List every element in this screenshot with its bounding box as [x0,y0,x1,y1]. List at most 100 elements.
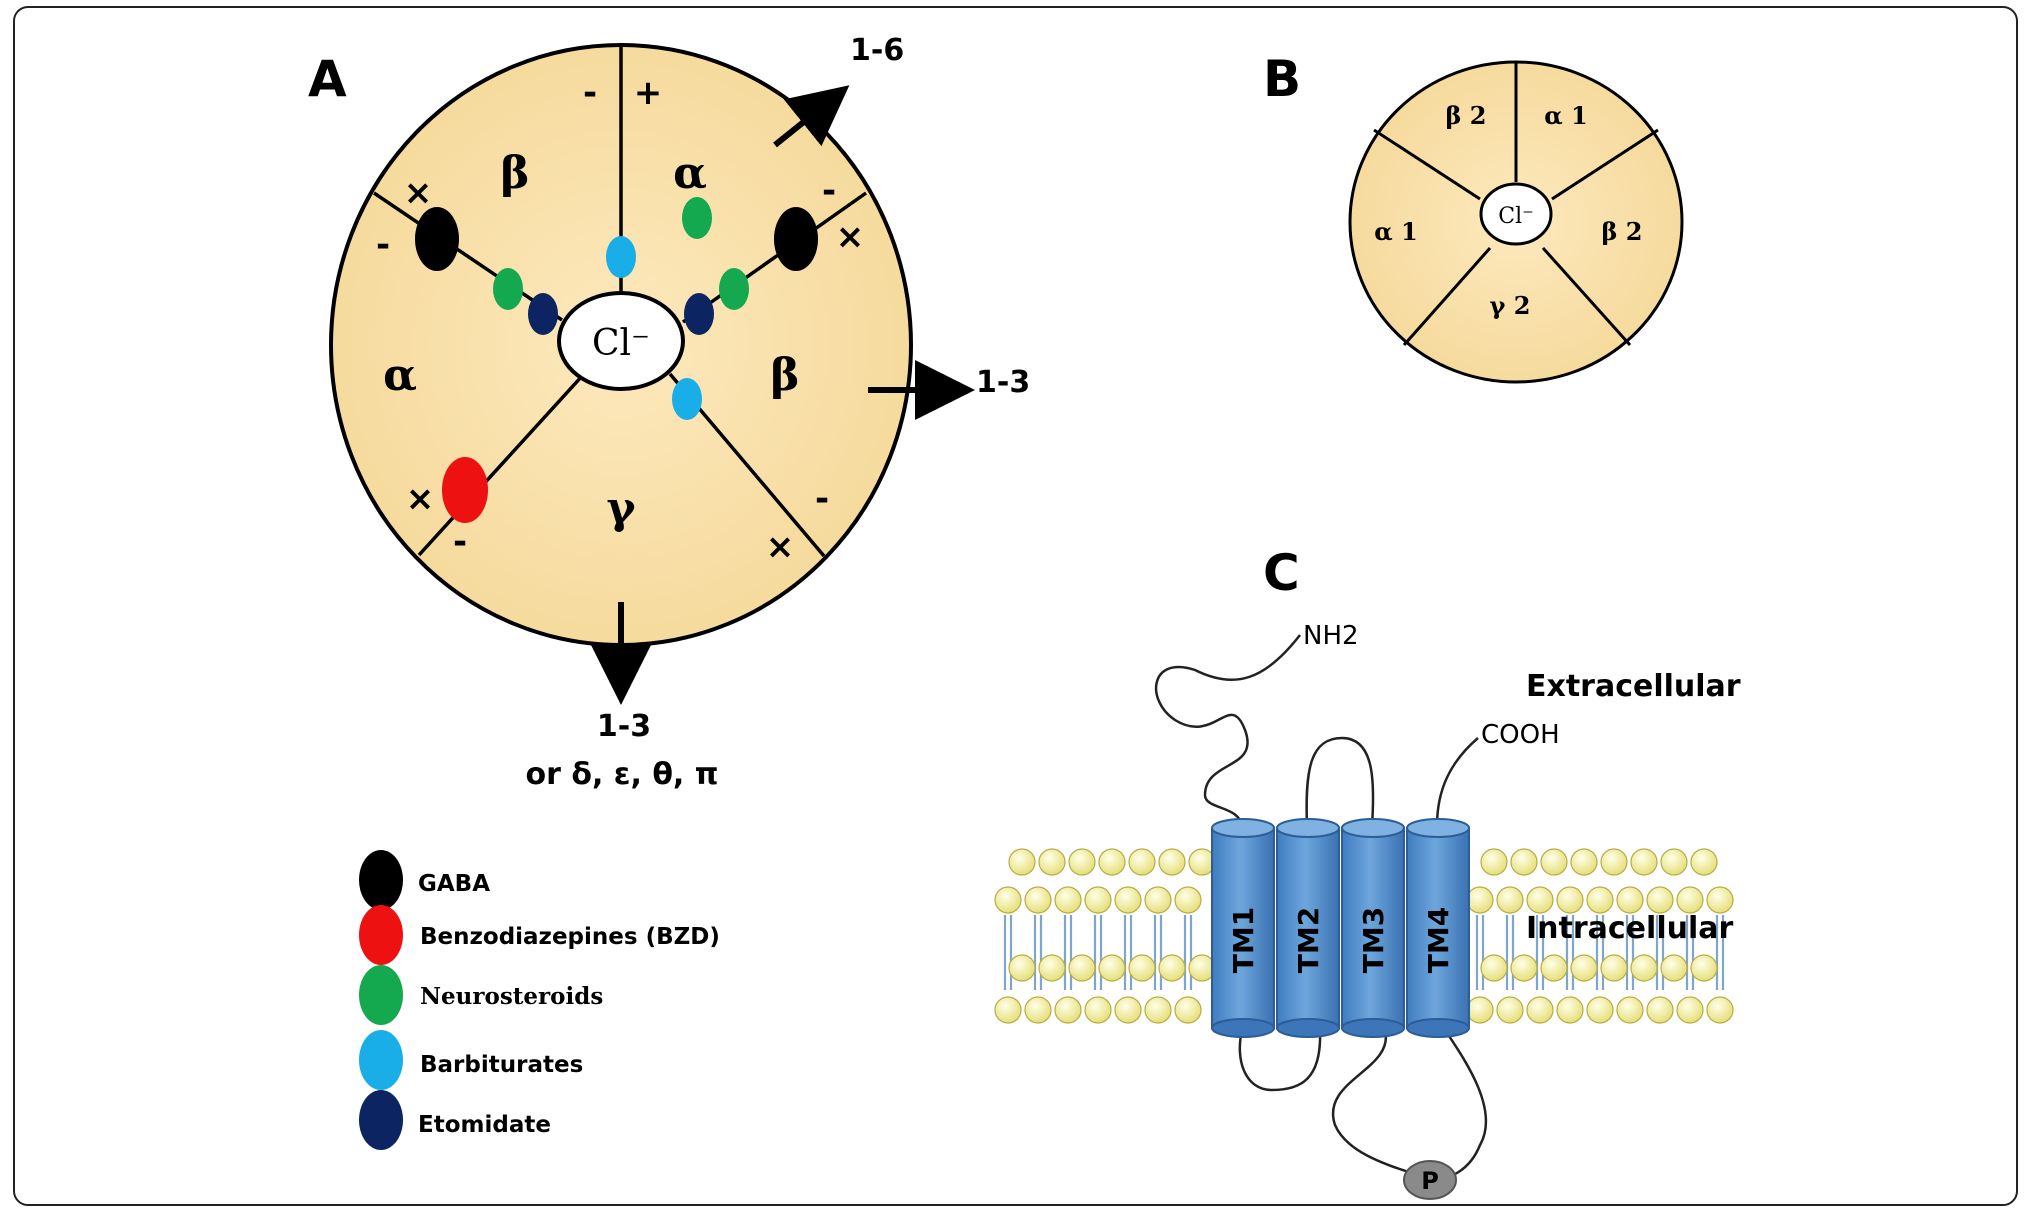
cooh-label: COOH [1481,720,1560,750]
lipid-head-back [1690,848,1718,876]
lipid-head-back [1570,848,1598,876]
barbiturate-site-right [672,378,702,420]
etomidate-site-right [684,293,714,335]
lipid-head-back [1158,954,1186,982]
lipid-head-front [1646,886,1674,914]
lipid-tail [1625,915,1635,990]
nh2-label: NH2 [1303,621,1359,651]
legend: GABA Benzodiazepines (BZD) Neurosteroids… [359,850,720,1150]
lipid-head-back [1128,954,1156,982]
sign-minus-right-bottom: - [815,479,829,519]
tm2-tm3-loop [1305,736,1375,827]
sign-cross-right-bottom: × [766,527,795,567]
lipid-tail [1655,915,1665,990]
lipid-head-front [1466,886,1494,914]
panel-c-label: C [1263,544,1300,602]
helix-tm2-label: TM2 [1292,907,1325,973]
lipid-head-front [1556,996,1584,1024]
lipid-head-front [1084,886,1112,914]
lipid-head-back [1570,954,1598,982]
lipid-head-front [1676,886,1704,914]
helix-tm4-label: TM4 [1422,907,1455,973]
lipid-head-back [1038,848,1066,876]
sign-minus-left: - [376,225,390,265]
figure-border [13,6,2018,1206]
lipid-tail [1153,915,1163,990]
intracellular-label: Intracellular [1526,911,1733,946]
lipid-head-front [994,886,1022,914]
lipid-head-front [1144,996,1172,1024]
legend-swatch-gaba [359,850,403,910]
lipid-tail [1475,915,1485,990]
legend-label-barbiturates: Barbiturates [420,1052,583,1078]
legend-swatch-etomidate [359,1090,403,1150]
sign-minus-left-bottom: - [453,522,467,562]
subunit-b-beta2-right: β 2 [1602,217,1643,246]
panel-c: C Extracellular NH2 COOH TM1 [994,544,1741,1200]
lipid-head-front [1616,886,1644,914]
binding-sites-a [415,197,818,523]
helix-tm4: TM4 [1406,818,1470,1038]
sign-plus-top: + [634,73,663,113]
lipid-head-back [1098,848,1126,876]
helix-tm1: TM1 [1211,818,1275,1038]
lipid-head-front [1114,886,1142,914]
legend-swatch-neurosteroids [359,965,403,1025]
subunit-b-beta2-top-left: β 2 [1446,101,1487,130]
subunit-dividers-b [1373,62,1659,347]
lipid-head-front [1586,886,1614,914]
lipid-head-back [1008,848,1036,876]
lipid-head-back [1068,954,1096,982]
subunit-label-beta-top-left: β [500,148,529,199]
panel-a: A Cl⁻ β α β γ α - + × - - × × - - [308,33,1030,792]
lipid-head-back [1630,954,1658,982]
lipid-head-back [1480,848,1508,876]
lipid-head-back [1540,848,1568,876]
transmembrane-helices: TM1 TM2 TM3 TM4 [1211,818,1470,1038]
lipid-head-back [1068,848,1096,876]
legend-label-gaba: GABA [418,871,490,897]
helix-tm3-label: TM3 [1357,907,1390,973]
lipid-head-back [1660,848,1688,876]
panel-b: B Cl⁻ β 2 α 1 β 2 γ 2 α 1 [1263,50,1684,384]
lipid-head-front [1706,996,1734,1024]
neurosteroid-site-alpha [682,197,712,239]
extracellular-label: Extracellular [1526,669,1741,704]
phosphorylation-label: P [1421,1167,1439,1195]
lipid-head-back [1510,954,1538,982]
lipid-head-back [1660,954,1688,982]
lipid-head-front [1556,886,1584,914]
lipid-head-front [1706,886,1734,914]
lipid-head-back [1540,954,1568,982]
chloride-label-b: Cl⁻ [1498,204,1533,229]
legend-swatch-barbiturates [359,1030,403,1090]
lipid-tail [1715,915,1725,990]
neurosteroid-site-right [719,268,749,310]
chloride-channel-b [1479,182,1553,246]
interface-signs-a: - + × - - × × - - × [376,73,864,567]
gaba-site-right [774,207,818,271]
protein-loops [1154,634,1488,1182]
lipid-head-back [1510,848,1538,876]
legend-label-neurosteroids: Neurosteroids [420,983,603,1010]
lipid-head-back [1008,954,1036,982]
barbiturate-site-top [606,236,636,278]
lipid-head-front [1174,996,1202,1024]
subunit-label-gamma-bottom: γ [606,483,636,534]
lipid-head-front [1586,996,1614,1024]
neurosteroid-site-left [493,268,523,310]
arrow-label-right: 1-3 [976,365,1030,400]
lipid-head-front [1496,886,1524,914]
lipid-head-front [1616,996,1644,1024]
lipid-head-back [1158,848,1186,876]
lipid-tail [1505,915,1515,990]
phosphorylation-site [1403,1160,1457,1200]
lipid-head-back [1630,848,1658,876]
lipid-tail [1003,915,1013,990]
lipid-head-front [1646,996,1674,1024]
lipid-head-front [994,996,1022,1024]
sign-minus-top: - [583,73,597,113]
subunit-label-beta-right: β [770,350,799,401]
panel-a-label: A [308,50,347,108]
subunit-b-gamma2-bottom: γ 2 [1490,291,1531,320]
